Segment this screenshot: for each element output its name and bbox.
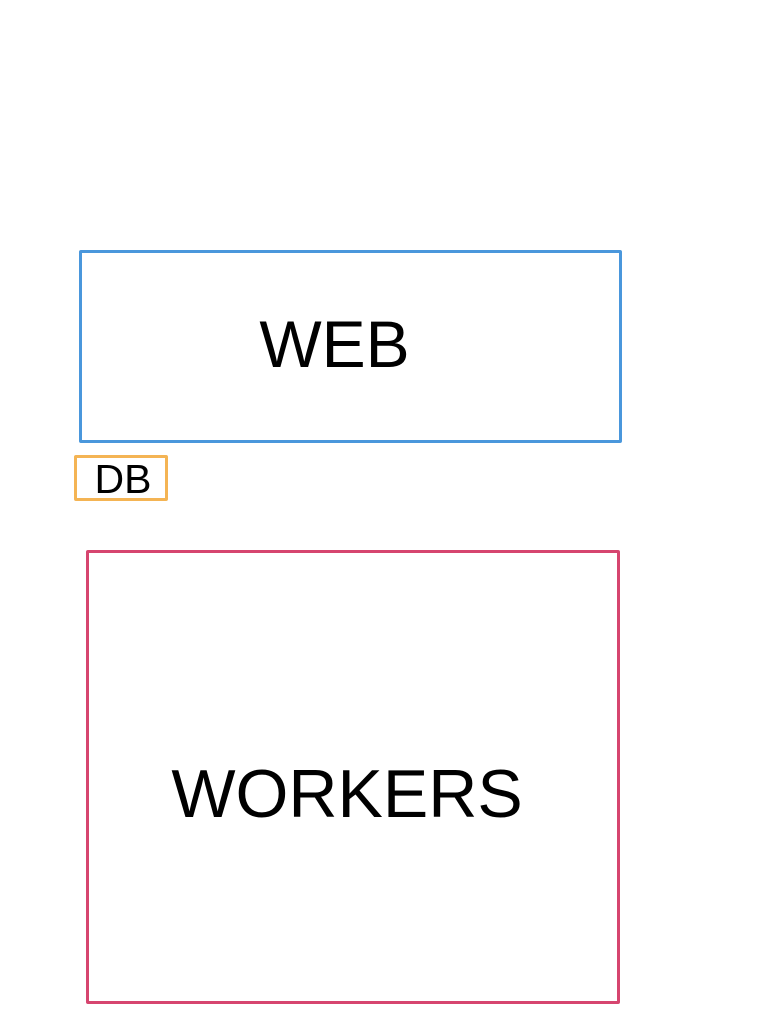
workers-node: WORKERS (86, 550, 620, 1004)
db-node-label: DB (94, 455, 152, 502)
db-node: DB (74, 455, 168, 502)
workers-node-label: WORKERS (171, 756, 523, 832)
web-node-label: WEB (259, 306, 410, 381)
web-node: WEB (79, 250, 622, 443)
